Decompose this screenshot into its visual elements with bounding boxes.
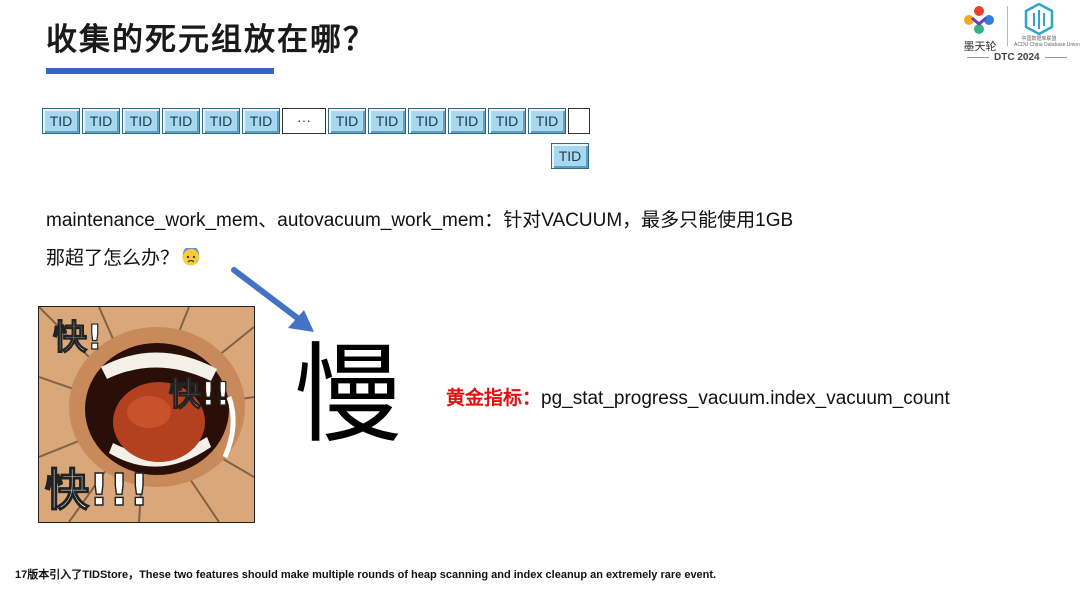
meme-text-3: 快!!!	[45, 465, 149, 516]
tid-cell: TID	[368, 108, 406, 134]
modb-logo: 墨天轮	[960, 4, 998, 53]
tid-cell: TID	[82, 108, 120, 134]
modb-logo-text: 墨天轮	[963, 41, 997, 53]
down-arrow-icon	[231, 267, 314, 332]
event-text: DTC 2024	[994, 52, 1040, 63]
meme-text-1: 快!	[53, 318, 103, 358]
title-underline	[46, 68, 274, 74]
acdu-logo-text-cn: 中国数据库联盟	[1021, 36, 1057, 42]
tid-cell: TID	[162, 108, 200, 134]
logo-divider	[1007, 6, 1008, 46]
acdu-logo-text-en: ACDU China Database Union	[1014, 42, 1080, 48]
tid-cell: TID	[202, 108, 240, 134]
tid-cell: TID	[408, 108, 446, 134]
tid-ellipsis: ···	[282, 108, 326, 134]
event-label: DTC 2024	[962, 52, 1067, 63]
footer-note: 17版本引入了TIDStore，These two features shoul…	[15, 569, 717, 581]
tid-cell: TID	[242, 108, 280, 134]
tid-empty-slot	[568, 108, 590, 134]
modb-logo-icon	[964, 6, 994, 34]
acdu-logo-icon	[1024, 2, 1054, 36]
memory-limit-text: maintenance_work_mem、autovacuum_work_mem…	[46, 210, 794, 231]
shouting-mouth-meme: 快! 快!! 快!!!	[38, 306, 255, 523]
acdu-logo-text: 中国数据库联盟 ACDU China Database Union	[1014, 36, 1080, 48]
overflow-question: 那超了怎么办？	[46, 243, 200, 270]
logo-area: 墨天轮 中国数据库联盟 ACDU China Database Union DT…	[952, 0, 1080, 70]
overflow-question-text: 那超了怎么办？	[46, 248, 180, 269]
tid-cell: TID	[328, 108, 366, 134]
golden-metric-label: 黄金指标：	[446, 388, 542, 409]
slide-title: 收集的死元组放在哪？	[46, 22, 376, 57]
acdu-logo	[1016, 2, 1062, 48]
event-line-right	[1044, 56, 1067, 58]
tid-cell: TID	[448, 108, 486, 134]
tid-overflow-cell: TID	[551, 143, 589, 169]
meme-text-2: 快!!	[169, 375, 230, 413]
tid-cell: TID	[122, 108, 160, 134]
slow-character: 慢	[294, 333, 403, 458]
golden-metric-value: pg_stat_progress_vacuum.index_vacuum_cou…	[541, 388, 950, 409]
tid-cell: TID	[42, 108, 80, 134]
tid-cell: TID	[528, 108, 566, 134]
shouting-mouth-image: 快! 快!! 快!!!	[39, 307, 254, 522]
anxious-face-icon	[182, 248, 200, 266]
tid-array: TID TID TID TID TID TID ··· TID TID TID …	[42, 108, 590, 134]
event-line-left	[967, 56, 989, 58]
tid-cell: TID	[488, 108, 526, 134]
golden-metric: 黄金指标：pg_stat_progress_vacuum.index_vacuu…	[446, 383, 950, 410]
